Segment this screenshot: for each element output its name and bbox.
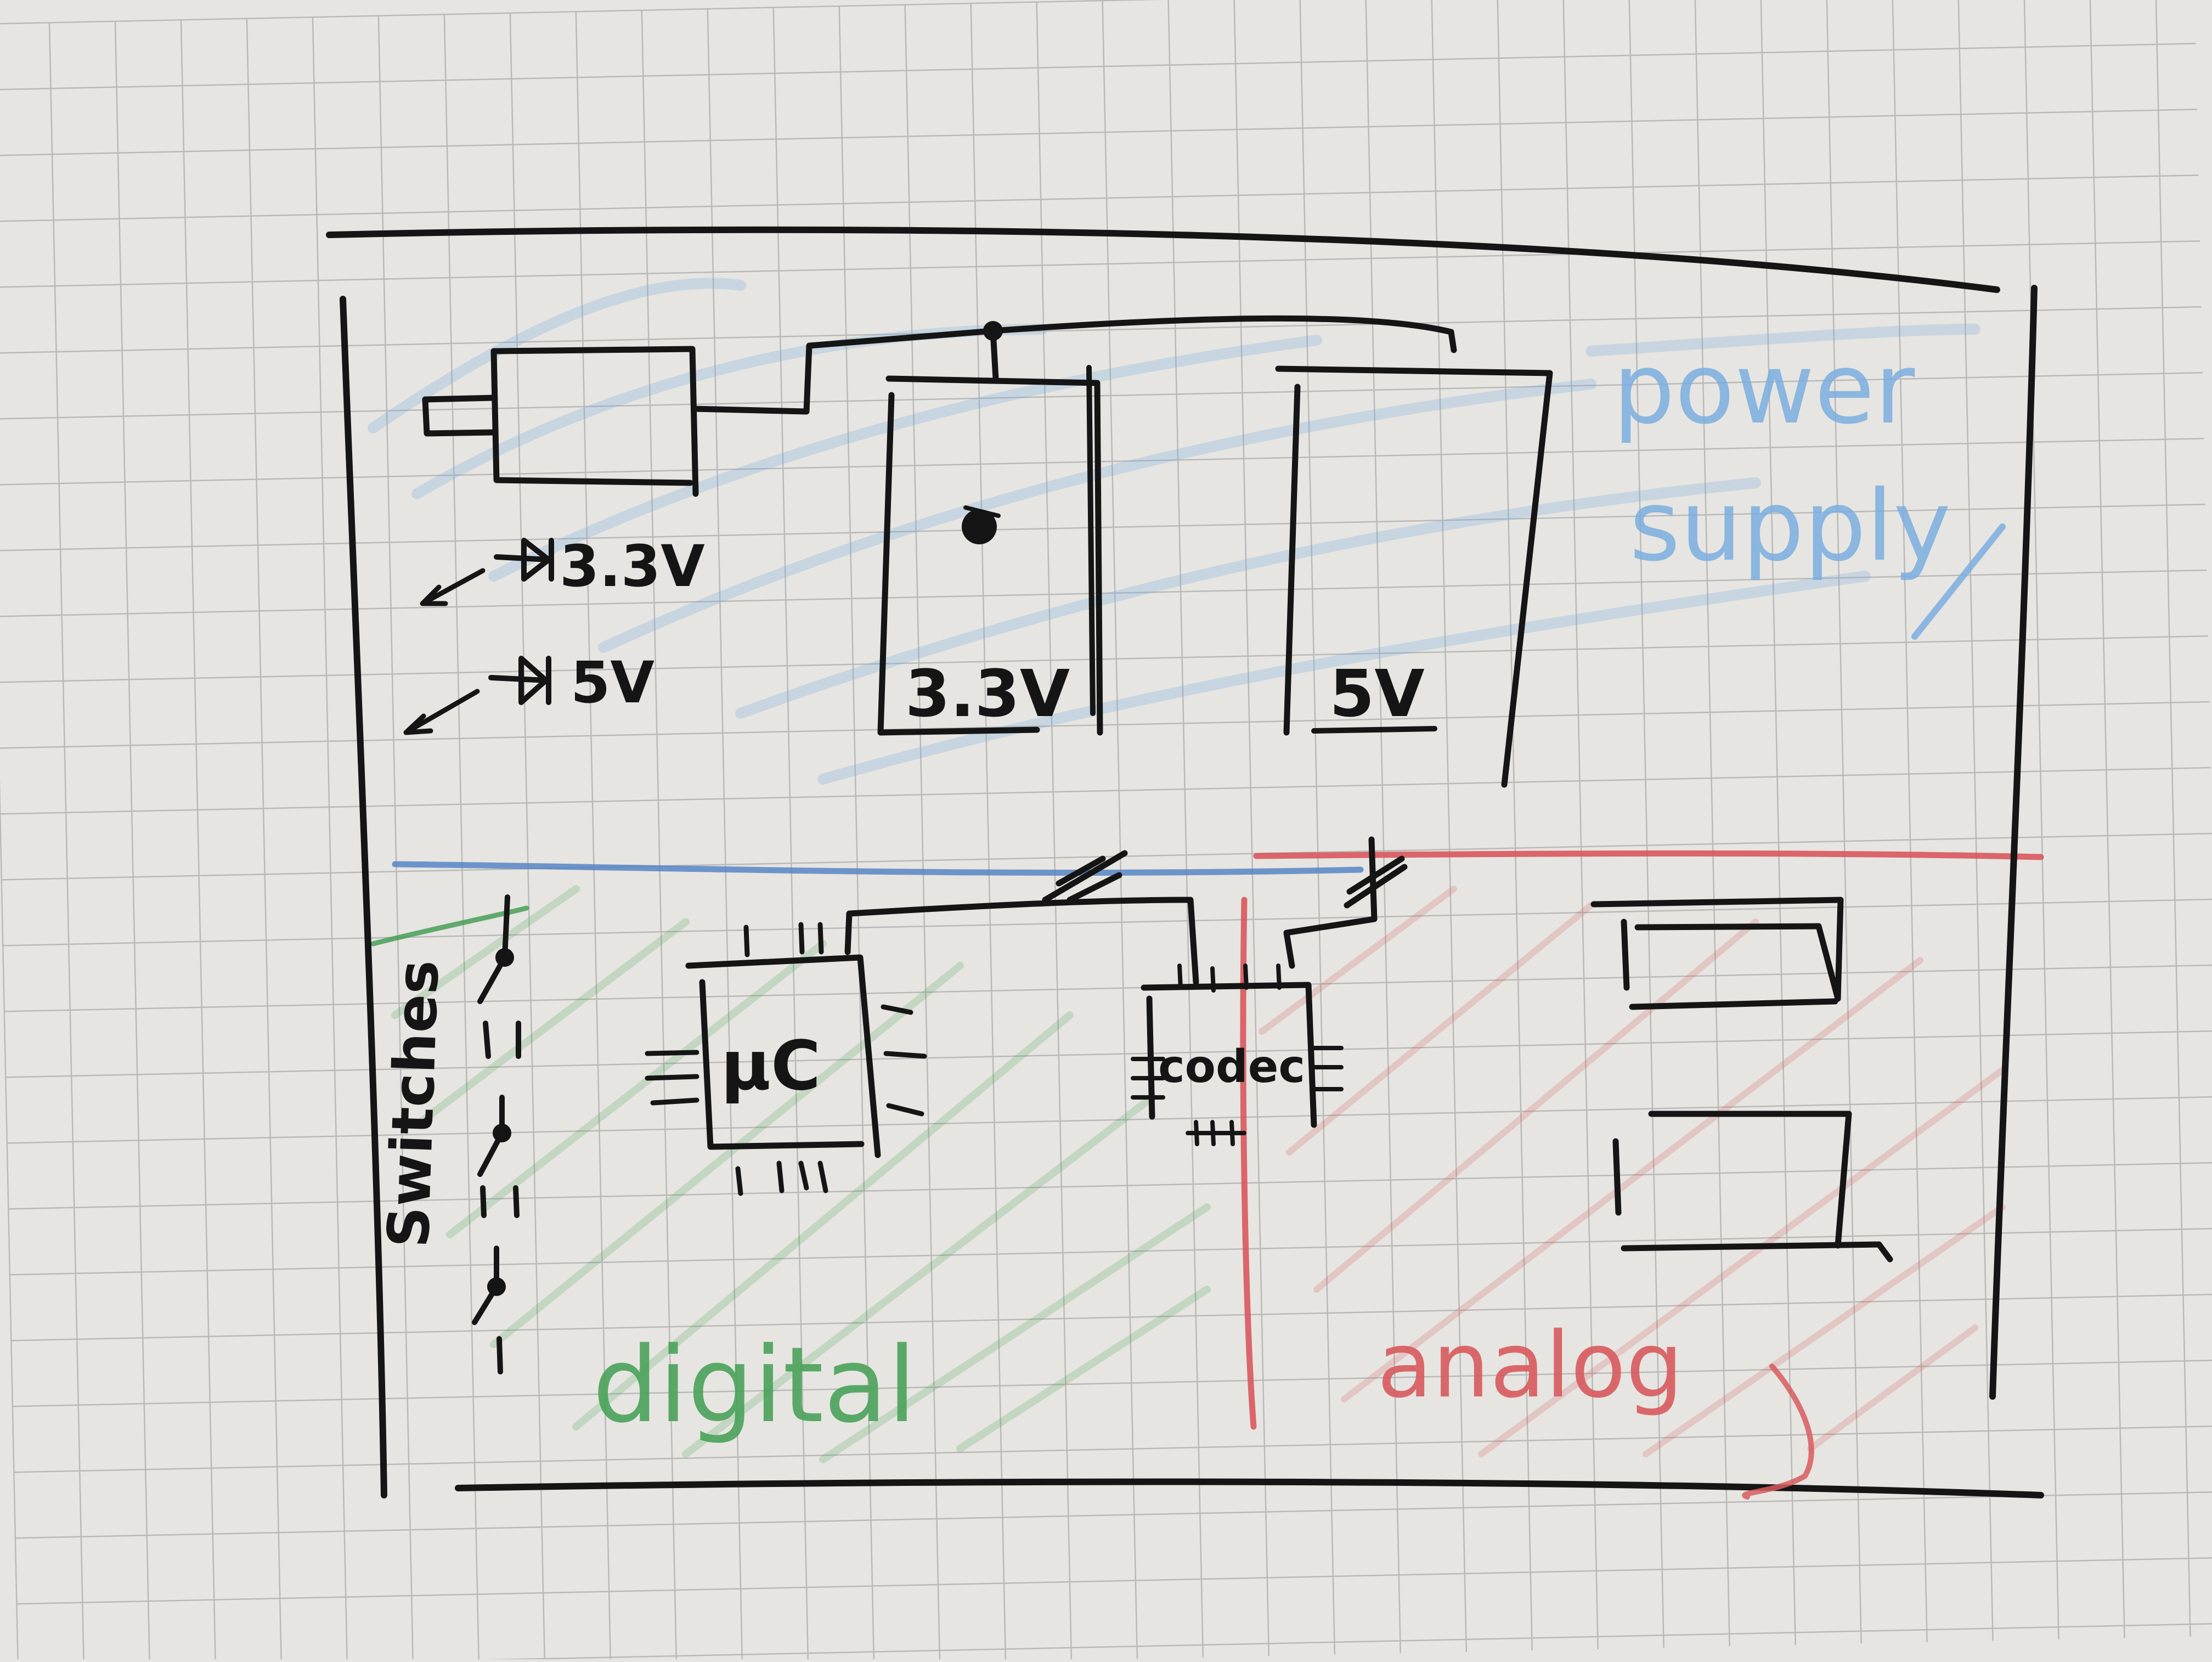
codec-analog-line	[1283, 836, 1408, 969]
switch-column	[472, 894, 521, 1374]
power-digital-divider	[392, 861, 1364, 876]
led-5v-label: 5V	[571, 649, 654, 716]
digital-bus	[844, 850, 1199, 985]
regulator-3v3-label: 3.3V	[905, 656, 1070, 731]
power-jack	[422, 346, 699, 497]
regulator-5v: 5V	[1275, 365, 1553, 788]
digital-top-edge	[370, 905, 529, 947]
power-supply-label: power supply	[1613, 332, 2006, 640]
codec-label: codec	[1158, 1041, 1305, 1093]
analog-jack-top	[1590, 897, 1844, 1010]
led-3v3: 3.3V	[420, 533, 705, 606]
analog-shading	[1259, 886, 2006, 1457]
analog-top-divider	[1253, 850, 2044, 860]
enclosure-outline	[326, 226, 2044, 1498]
analog-jack-bottom	[1612, 1111, 1893, 1263]
svg-text:supply: supply	[1629, 469, 1951, 583]
microcontroller-chip: µC	[645, 922, 927, 1196]
analog-label: analog	[1377, 1312, 1814, 1500]
digital-shading	[391, 885, 1211, 1463]
svg-text:power: power	[1613, 332, 1915, 446]
wire-junction-dot	[983, 321, 1003, 341]
microcontroller-label: µC	[721, 1027, 821, 1106]
digital-label: digital	[592, 1325, 917, 1446]
svg-text:analog: analog	[1377, 1312, 1683, 1418]
led-3v3-label: 3.3V	[560, 533, 705, 600]
codec-chip: codec	[1131, 964, 1344, 1146]
power-supply-shading	[368, 278, 1980, 785]
led-5v: 5V	[403, 649, 654, 735]
regulator-5v-label: 5V	[1329, 656, 1424, 731]
regulator-3v3: 3.3V	[877, 365, 1103, 736]
switches-label: Switches	[375, 959, 452, 1248]
